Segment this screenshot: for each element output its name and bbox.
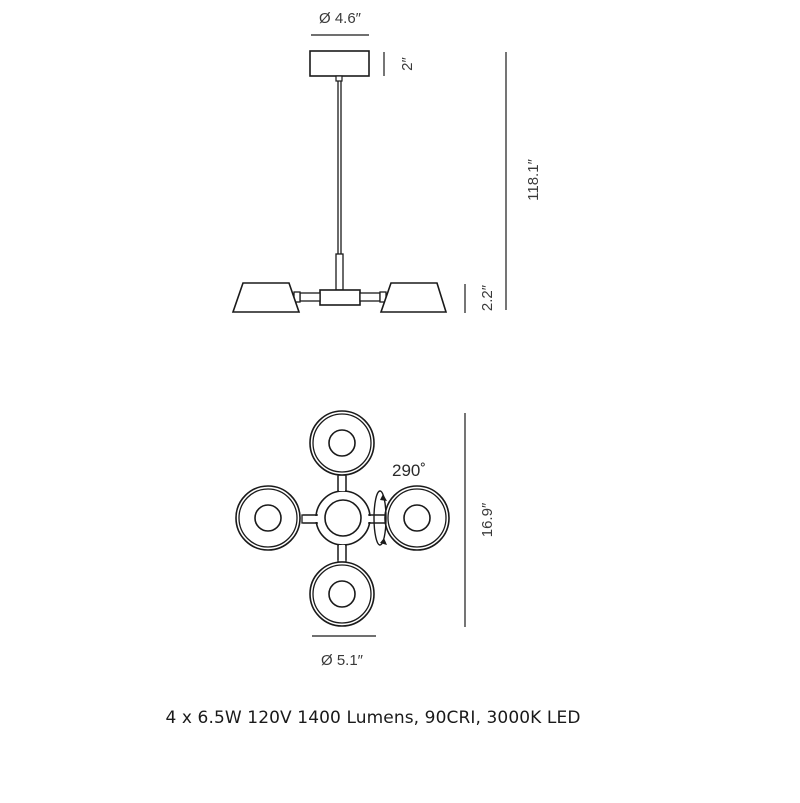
center-hub [324, 499, 362, 537]
overall-width-label: 16.9″ [479, 502, 496, 537]
canopy [309, 50, 370, 77]
shade-right [384, 485, 450, 551]
shade-diameter-label: Ø 5.1″ [321, 652, 364, 669]
side-view: Ø 4.6″ 2″ 2.2″ [231, 10, 542, 313]
shade-height-label: 2.2″ [479, 284, 496, 311]
top-view: 290˚ 16.9″ Ø 5.1″ [235, 410, 496, 669]
rotation-label: 290˚ [392, 461, 426, 480]
left-arm [299, 292, 321, 302]
stem-collar [335, 75, 343, 82]
spec-line: 4 x 6.5W 120V 1400 Lumens, 90CRI, 3000K … [165, 708, 581, 728]
canopy-diameter-label: Ø 4.6″ [319, 10, 362, 27]
overall-height-label: 118.1″ [525, 158, 542, 200]
stem-sleeve [335, 253, 344, 291]
shade-bottom [309, 561, 375, 627]
right-arm [359, 292, 381, 302]
shade-top [309, 410, 375, 476]
right-shade [379, 282, 448, 313]
left-shade [231, 282, 301, 313]
rotation-arrow-icon [373, 490, 387, 546]
shade-left [235, 485, 301, 551]
canopy-height-label: 2″ [399, 56, 416, 70]
hub [319, 289, 361, 306]
